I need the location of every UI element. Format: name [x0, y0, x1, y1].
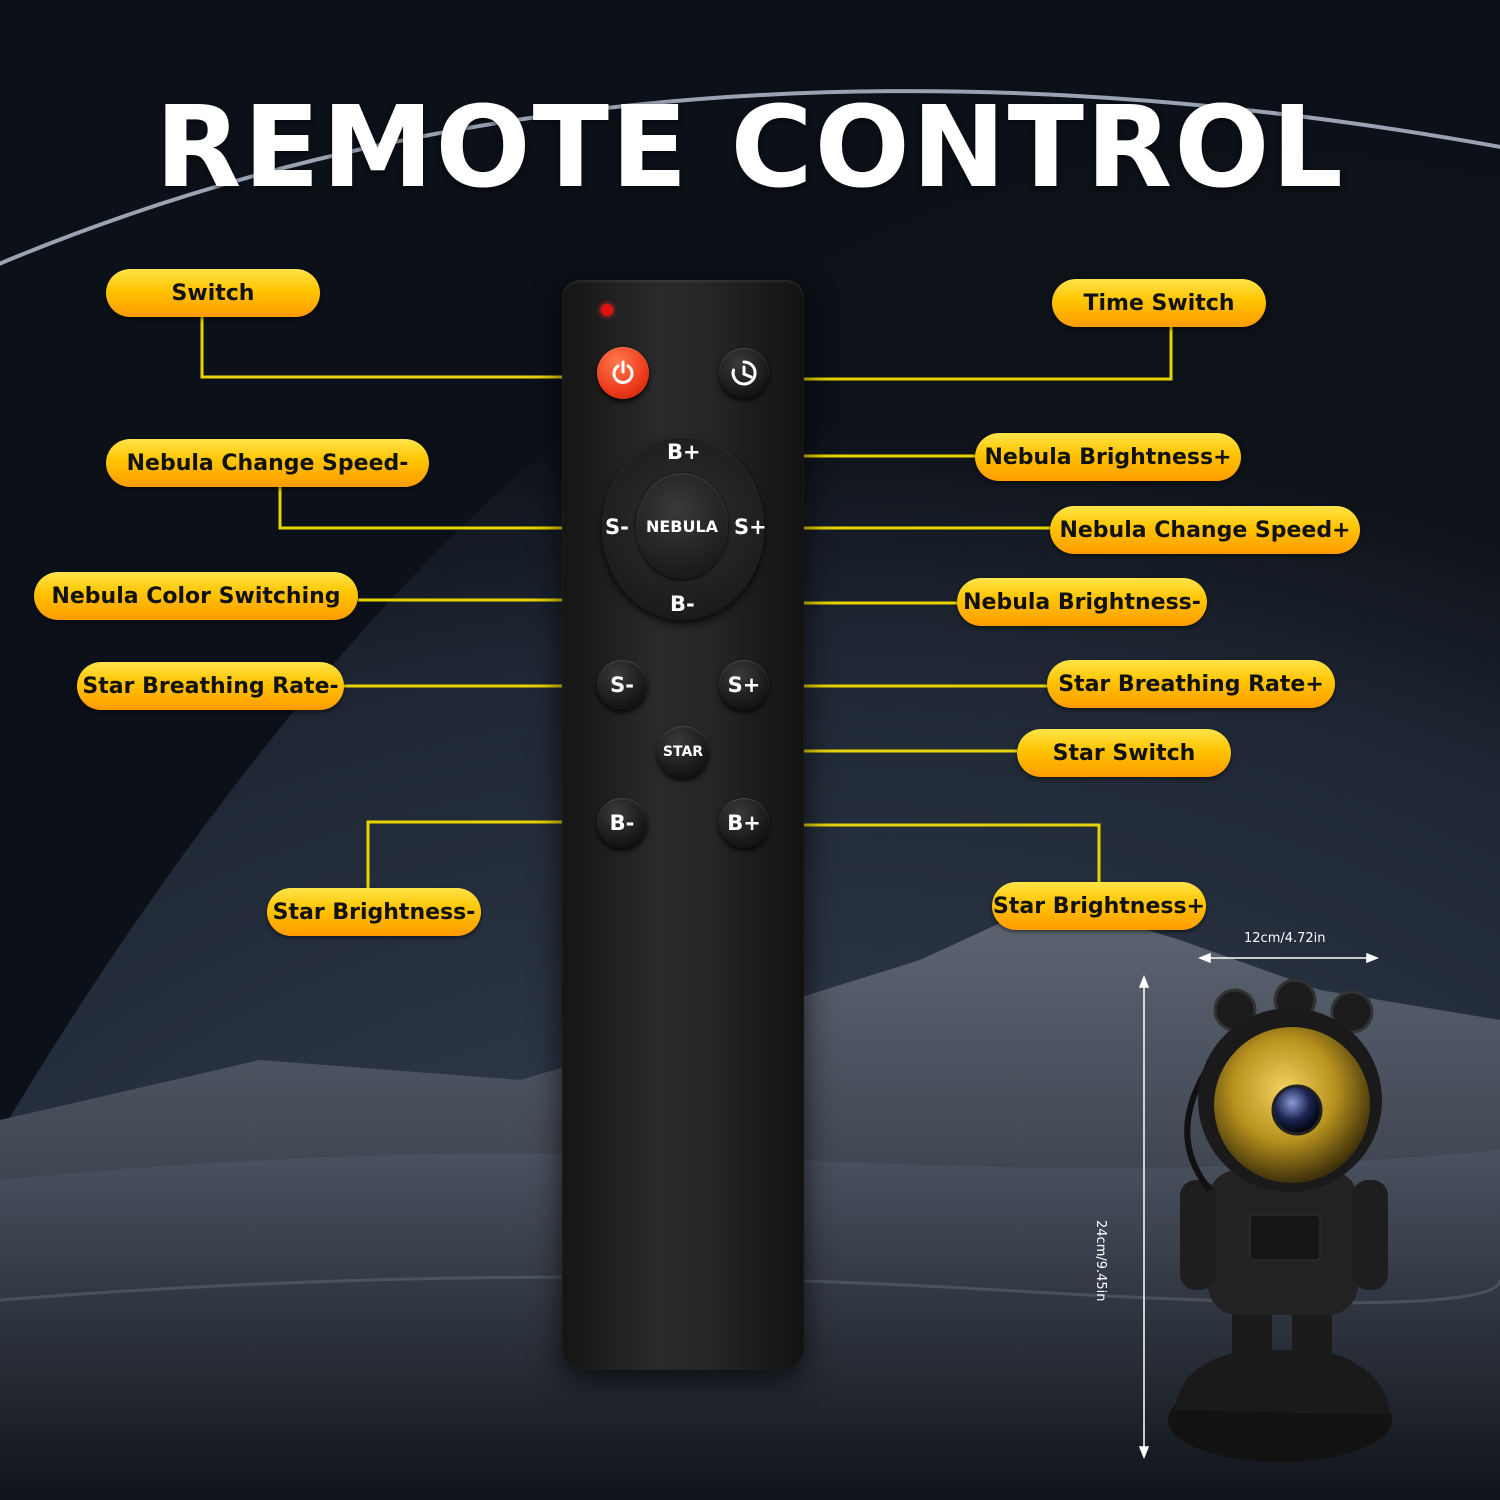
label-star-brightness-minus: Star Brightness-	[267, 888, 481, 936]
leader-star-brightness-minus	[366, 820, 597, 888]
label-switch: Switch	[106, 269, 320, 317]
label-time-switch: Time Switch	[1052, 279, 1266, 327]
nebula-speed-minus-key[interactable]: S-	[605, 515, 629, 539]
star-brightness-minus-button[interactable]: B-	[597, 798, 647, 848]
power-icon	[612, 360, 634, 384]
label-star-switch: Star Switch	[1017, 729, 1231, 777]
star-brightness-plus-button[interactable]: B+	[719, 798, 769, 848]
label-star-breathing-rate-plus: Star Breathing Rate+	[1047, 660, 1335, 708]
label-nebula-change-speed-minus: Nebula Change Speed-	[106, 439, 429, 487]
label-nebula-brightness-minus: Nebula Brightness-	[957, 578, 1207, 626]
leader-time-switch	[778, 325, 1173, 381]
star-button[interactable]: STAR	[657, 726, 709, 778]
indicator-led	[601, 304, 613, 316]
timer-icon	[731, 360, 757, 386]
power-button[interactable]	[597, 347, 649, 399]
leader-star-brightness-plus	[778, 823, 1101, 882]
label-nebula-brightness-plus: Nebula Brightness+	[975, 433, 1241, 481]
width-dimension: 12cm/4.72in	[1244, 931, 1326, 946]
star-breathing-plus-button[interactable]: S+	[719, 660, 769, 710]
label-star-brightness-plus: Star Brightness+	[992, 882, 1206, 930]
label-nebula-color-switching: Nebula Color Switching	[34, 572, 358, 620]
nebula-brightness-minus-key[interactable]: B-	[670, 592, 695, 616]
nebula-speed-plus-key[interactable]: S+	[734, 515, 767, 539]
page-title: REMOTE CONTROL	[155, 83, 1345, 213]
nebula-brightness-plus-key[interactable]: B+	[667, 440, 701, 464]
label-star-breathing-rate-minus: Star Breathing Rate-	[77, 662, 344, 710]
leader-nebula-speed-minus	[278, 487, 600, 530]
star-breathing-minus-button[interactable]: S-	[597, 660, 647, 710]
label-nebula-change-speed-plus: Nebula Change Speed+	[1050, 506, 1360, 554]
nebula-button[interactable]: NEBULA	[636, 473, 728, 579]
height-dimension: 24cm/9.45in	[1093, 1220, 1108, 1302]
leader-switch	[200, 316, 597, 379]
timer-button[interactable]	[719, 348, 769, 398]
